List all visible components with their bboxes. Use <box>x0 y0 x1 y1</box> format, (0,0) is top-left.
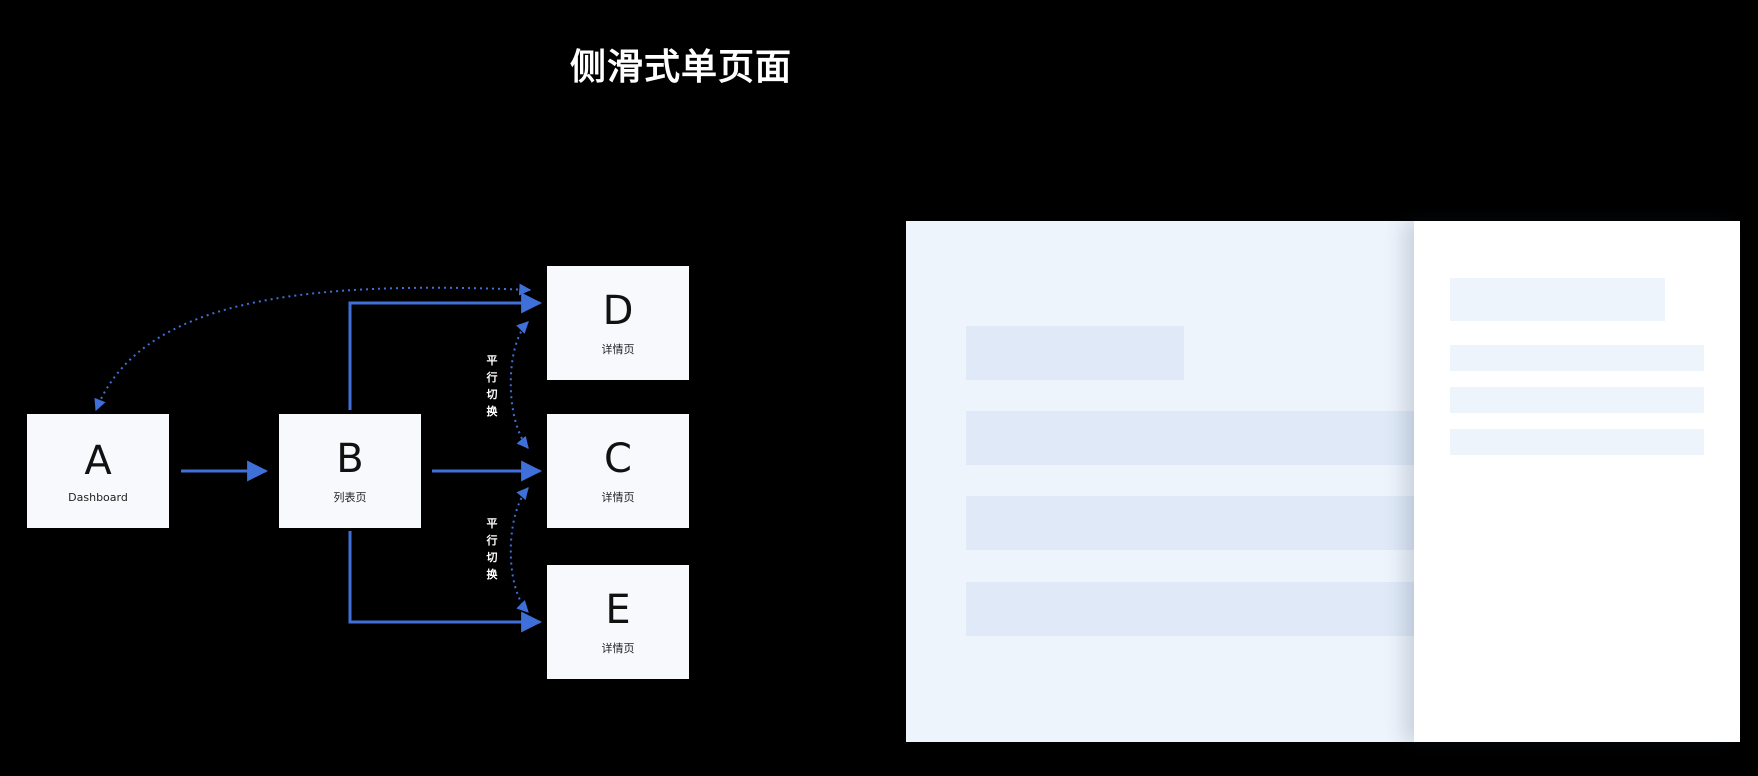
node-e-letter: E <box>605 587 631 633</box>
node-e: E 详情页 <box>547 565 689 679</box>
page-title: 侧滑式单页面 <box>569 47 792 88</box>
node-b: B 列表页 <box>279 414 421 528</box>
node-b-label: 列表页 <box>333 491 367 504</box>
switch-char: 平 <box>486 517 498 530</box>
switch-char: 平 <box>486 354 498 367</box>
panel-row-bar <box>1450 387 1704 413</box>
node-b-letter: B <box>336 436 364 482</box>
switch-label-lower: 平 行 切 换 <box>485 515 499 583</box>
switch-label-upper: 平 行 切 换 <box>485 352 499 420</box>
mock-row-bar <box>966 496 1426 550</box>
arrow-b-to-e <box>348 531 543 633</box>
node-d-label: 详情页 <box>601 343 635 356</box>
panel-row-bar <box>1450 429 1704 455</box>
mock-heading-bar <box>966 326 1184 380</box>
arrow-c-e-switch <box>509 487 529 613</box>
panel-heading-bar <box>1450 278 1665 321</box>
switch-char: 行 <box>486 371 498 384</box>
node-a-letter: A <box>84 437 112 484</box>
panel-row-bar <box>1450 345 1704 371</box>
arrow-d-c-switch <box>509 321 529 449</box>
node-c: C 详情页 <box>547 414 689 528</box>
arrow-d-to-a-dotted <box>94 283 532 412</box>
switch-char: 换 <box>486 568 498 581</box>
node-d: D 详情页 <box>547 266 689 380</box>
node-e-label: 详情页 <box>601 642 635 655</box>
side-slide-panel <box>1414 221 1740 742</box>
switch-char: 切 <box>486 388 498 401</box>
arrow-b-to-d <box>348 292 543 410</box>
mock-row-bar <box>966 411 1426 465</box>
node-a: A Dashboard <box>27 414 169 528</box>
switch-char: 换 <box>486 405 498 418</box>
node-c-letter: C <box>604 436 632 482</box>
node-a-label: Dashboard <box>68 490 128 504</box>
switch-char: 切 <box>486 551 498 564</box>
mock-row-bar <box>966 582 1426 636</box>
node-d-letter: D <box>602 288 634 334</box>
node-c-label: 详情页 <box>601 491 635 504</box>
switch-char: 行 <box>486 534 498 547</box>
